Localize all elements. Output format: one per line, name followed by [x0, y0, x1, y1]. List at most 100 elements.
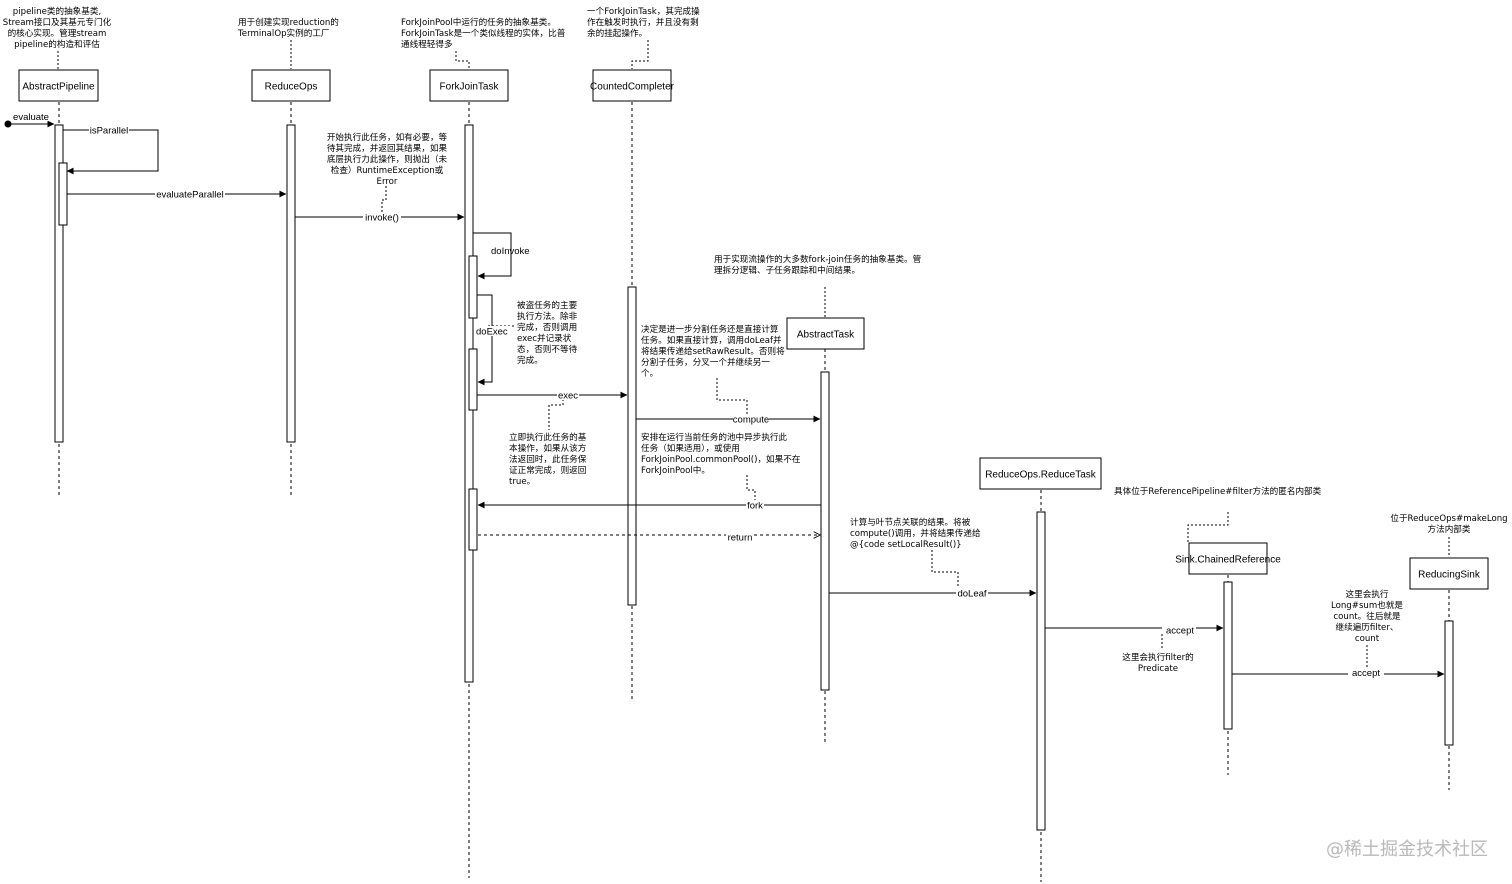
participant-label: AbstractTask [797, 330, 855, 341]
notes-layer: pipeline类的抽象基类,Stream接口及其基元专门化的核心实现。管理st… [3, 5, 1508, 674]
message-label-do-leaf: doLeaf [957, 589, 986, 600]
note-cc: 一个ForkJoinTask，其完成操作在触发时执行，并且没有剩余的挂起操作。 [587, 5, 700, 39]
note-ap: pipeline类的抽象基类,Stream接口及其基元专门化的核心实现。管理st… [3, 5, 112, 50]
note-line: 决定是进一步分割任务还是直接计算 [641, 323, 779, 335]
note-line: pipeline的构造和评估 [14, 38, 100, 50]
participant-label: AbstractPipeline [22, 82, 95, 93]
note-connector [1187, 512, 1229, 542]
note-line: TerminalOp实例的工厂 [237, 27, 330, 39]
message-label-compute: compute [733, 415, 769, 426]
note-line: 用于创建实现reduction的 [238, 16, 339, 28]
activation-do-exec [468, 348, 478, 411]
note-scr: 具体位于ReferencePipeline#filter方法的匿名内部类 [1114, 485, 1322, 497]
note-line: Predicate [1138, 664, 1178, 674]
note-at: 用于实现流操作的大多数fork-join任务的抽象基类。管理拆分逻辑、子任务跟踪… [714, 253, 922, 276]
activation-reducing-sink [1444, 620, 1454, 746]
note-line: 这里会执行filter的 [1122, 651, 1194, 663]
note-line: 一个ForkJoinTask，其完成操 [587, 5, 700, 17]
message-label-evaluate: evaluate [13, 112, 49, 123]
note-line: 开始执行此任务，如有必要，等 [327, 131, 448, 143]
note-line: ForkJoinPool.commonPool()，如果不在 [641, 453, 801, 465]
note-line: 底层执行力此操作，则抛出（未 [327, 153, 448, 165]
note-line: 方法内部类 [1428, 523, 1471, 535]
participant-abstract-pipeline[interactable]: AbstractPipeline [18, 69, 99, 102]
note-line: 完成，否则调用 [517, 321, 577, 333]
note-line: true。 [509, 477, 535, 487]
note-line: count。往后就是 [1333, 610, 1401, 622]
note-line: ForkJoinTask是一个类似线程的实体，比普 [401, 27, 566, 39]
message-label-evaluate-parallel: evaluateParallel [156, 190, 224, 201]
note-line: 安排在运行当前任务的池中异步执行此 [641, 431, 788, 443]
message-label-invoke: invoke() [365, 213, 399, 224]
note-line: ForkJoinPool中。 [641, 464, 710, 476]
note-line: 态，否则不等待 [517, 343, 578, 355]
note-connector [931, 550, 959, 590]
activation-counted-completer [627, 286, 637, 606]
note-line: 法返回时，此任务保 [509, 453, 587, 465]
message-do-invoke[interactable] [473, 232, 512, 280]
message-do-exec[interactable] [477, 294, 493, 386]
note-connector [716, 378, 748, 417]
note-line: 计算与叶节点关联的结果。将被 [850, 516, 971, 528]
note-connector [631, 40, 649, 69]
participant-label: Sink.ChainedReference [1175, 555, 1281, 566]
note-line: @{code setLocalResult()} [850, 540, 962, 550]
note-line: 用于实现流操作的大多数fork-join任务的抽象基类。管 [714, 253, 922, 265]
message-label-accept-1: accept [1166, 626, 1194, 637]
note-connector [381, 186, 387, 213]
message-evaluate[interactable] [4, 120, 55, 128]
message-label-do-invoke: doInvoke [491, 246, 530, 257]
participant-reduce-ops[interactable]: ReduceOps [251, 69, 331, 102]
note-line: 个。 [641, 368, 658, 379]
activation-reduce-ops [286, 124, 296, 443]
note-line: 分割子任务，分叉一个并继续另一 [641, 356, 770, 368]
activation-reduce-task [1036, 511, 1046, 831]
participant-abstract-task[interactable]: AbstractTask [786, 317, 865, 350]
note-compute: 决定是进一步分割任务还是直接计算任务。如果直接计算，调用doLeaf并将结果传递… [641, 323, 785, 379]
note-connector [455, 51, 470, 69]
message-label-fork: fork [747, 501, 763, 512]
participant-reduce-task[interactable]: ReduceOps.ReduceTask [979, 457, 1102, 490]
note-line: 执行方法。除非 [517, 310, 578, 322]
note-line: 的核心实现。管理stream [8, 27, 107, 39]
note-line: Long#sum也就是 [1331, 599, 1403, 611]
note-line: 检查）RuntimeException或 [331, 164, 444, 176]
note-line: 完成。 [517, 354, 543, 366]
participant-reducing-sink[interactable]: ReducingSink [1409, 557, 1489, 590]
note-line: 理拆分逻辑、子任务跟踪和中间结果。 [714, 264, 860, 276]
participant-label: CountedCompleter [590, 82, 675, 93]
message-label-do-exec: doExec [476, 327, 508, 338]
note-line: 被盗任务的主要 [517, 299, 578, 311]
note-line: count [1355, 634, 1380, 644]
note-line: 任务。如果直接计算，调用doLeaf并 [641, 334, 782, 346]
note-line: 继续遍历filter、 [1336, 621, 1399, 633]
note-line: 余的挂起操作。 [587, 27, 647, 39]
activation-abstract-task [820, 371, 830, 691]
note-line: 本操作，如果从该方 [509, 442, 587, 454]
note-line: 证正常完成，则返回 [509, 464, 586, 476]
participant-label: ForkJoinTask [440, 82, 500, 93]
message-label-accept-2: accept [1352, 668, 1380, 679]
activation-do-invoke [468, 255, 478, 319]
note-connector [746, 475, 756, 502]
note-line: 位于ReduceOps#makeLong [1390, 512, 1507, 524]
participant-label: ReduceOps.ReduceTask [985, 470, 1097, 481]
participant-chained-reference[interactable]: Sink.ChainedReference [1175, 542, 1281, 575]
participant-counted-completer[interactable]: CountedCompleter [590, 69, 675, 102]
note-line: 作在触发时执行，并且没有剩 [587, 16, 699, 28]
participant-fork-join-task[interactable]: ForkJoinTask [429, 69, 509, 102]
note-line: 待其完成，并返回其结果，如果 [327, 142, 448, 154]
participant-label: ReduceOps [265, 82, 318, 93]
note-line: Error [377, 177, 398, 187]
watermark: @稀土掘金技术社区 [1326, 839, 1488, 860]
message-label-return: return [728, 533, 753, 544]
message-label-exec: exec [558, 391, 578, 402]
note-fjt: ForkJoinPool中运行的任务的抽象基类。ForkJoinTask是一个类… [401, 16, 566, 50]
